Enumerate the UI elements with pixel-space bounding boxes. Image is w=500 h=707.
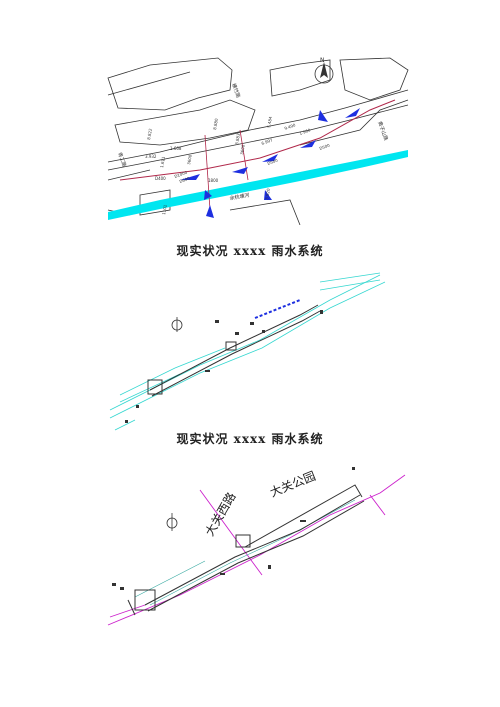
teal-lines bbox=[134, 499, 356, 606]
svg-text:5.484: 5.484 bbox=[266, 116, 273, 129]
rainwater-plan-map: N 横竹路 青工路 黄子山路 余杭塘河 8.822 1.668 3.932 1.… bbox=[107, 57, 409, 225]
trunk-pipe bbox=[119, 99, 396, 181]
svg-text:3600: 3600 bbox=[186, 154, 193, 165]
figure-caption-2: 现实状况 xxxx 雨水系统 bbox=[176, 432, 324, 446]
drawing-marks bbox=[125, 310, 323, 423]
main-culvert bbox=[127, 484, 365, 616]
svg-text:D500: D500 bbox=[267, 157, 279, 166]
road-label-3: 黄子山路 bbox=[376, 120, 389, 141]
pipe-labels: 3600 3600 D600 D1000 D400 1800 D500 D500… bbox=[155, 142, 331, 215]
svg-text:1101: 1101 bbox=[161, 204, 168, 215]
svg-text:1.668: 1.668 bbox=[170, 146, 182, 151]
svg-text:8.880: 8.880 bbox=[212, 118, 219, 131]
north-arrow-icon bbox=[171, 317, 183, 332]
elevation-labels: 8.822 1.668 3.932 1.611 8.880 3.883 5.48… bbox=[145, 116, 312, 169]
road-label-daguan-west: 大关西路 bbox=[202, 489, 239, 538]
magenta-road-drawing: 大关西路 大关公园 bbox=[107, 467, 406, 626]
svg-text:3.883: 3.883 bbox=[234, 133, 241, 146]
figure-caption-1: 现实状况 xxxx 雨水系统 bbox=[176, 244, 324, 258]
svg-text:3.920: 3.920 bbox=[264, 188, 271, 201]
river-label: 余杭塘河 bbox=[229, 192, 250, 202]
svg-text:D400: D400 bbox=[155, 176, 166, 181]
svg-text:3.932: 3.932 bbox=[145, 154, 157, 159]
svg-text:D500: D500 bbox=[319, 142, 331, 151]
magenta-lines bbox=[107, 474, 406, 626]
road-label-2: 青工路 bbox=[116, 151, 128, 168]
river-band bbox=[108, 150, 408, 220]
svg-text:9.490: 9.490 bbox=[284, 122, 297, 131]
svg-text:8.822: 8.822 bbox=[146, 128, 153, 141]
svg-text:1.960: 1.960 bbox=[299, 127, 312, 136]
cyan-lines bbox=[109, 272, 386, 431]
cyan-drainage-drawing bbox=[109, 272, 386, 431]
flow-arrows bbox=[180, 108, 360, 218]
north-arrow-icon bbox=[166, 513, 178, 531]
road-label-1: 横竹路 bbox=[230, 82, 242, 99]
svg-text:D600: D600 bbox=[179, 175, 191, 184]
drawing-marks bbox=[112, 467, 355, 590]
svg-text:3600: 3600 bbox=[239, 144, 246, 155]
road-label-daguan-park: 大关公园 bbox=[268, 469, 318, 500]
north-label: N bbox=[320, 57, 325, 64]
svg-text:6.997: 6.997 bbox=[261, 137, 274, 146]
north-arrow-icon: N bbox=[314, 57, 334, 84]
svg-text:1800: 1800 bbox=[208, 178, 219, 183]
road-network bbox=[107, 57, 409, 225]
main-culvert bbox=[147, 304, 321, 397]
svg-text:D1000: D1000 bbox=[174, 170, 189, 179]
svg-text:1.611: 1.611 bbox=[159, 156, 166, 169]
